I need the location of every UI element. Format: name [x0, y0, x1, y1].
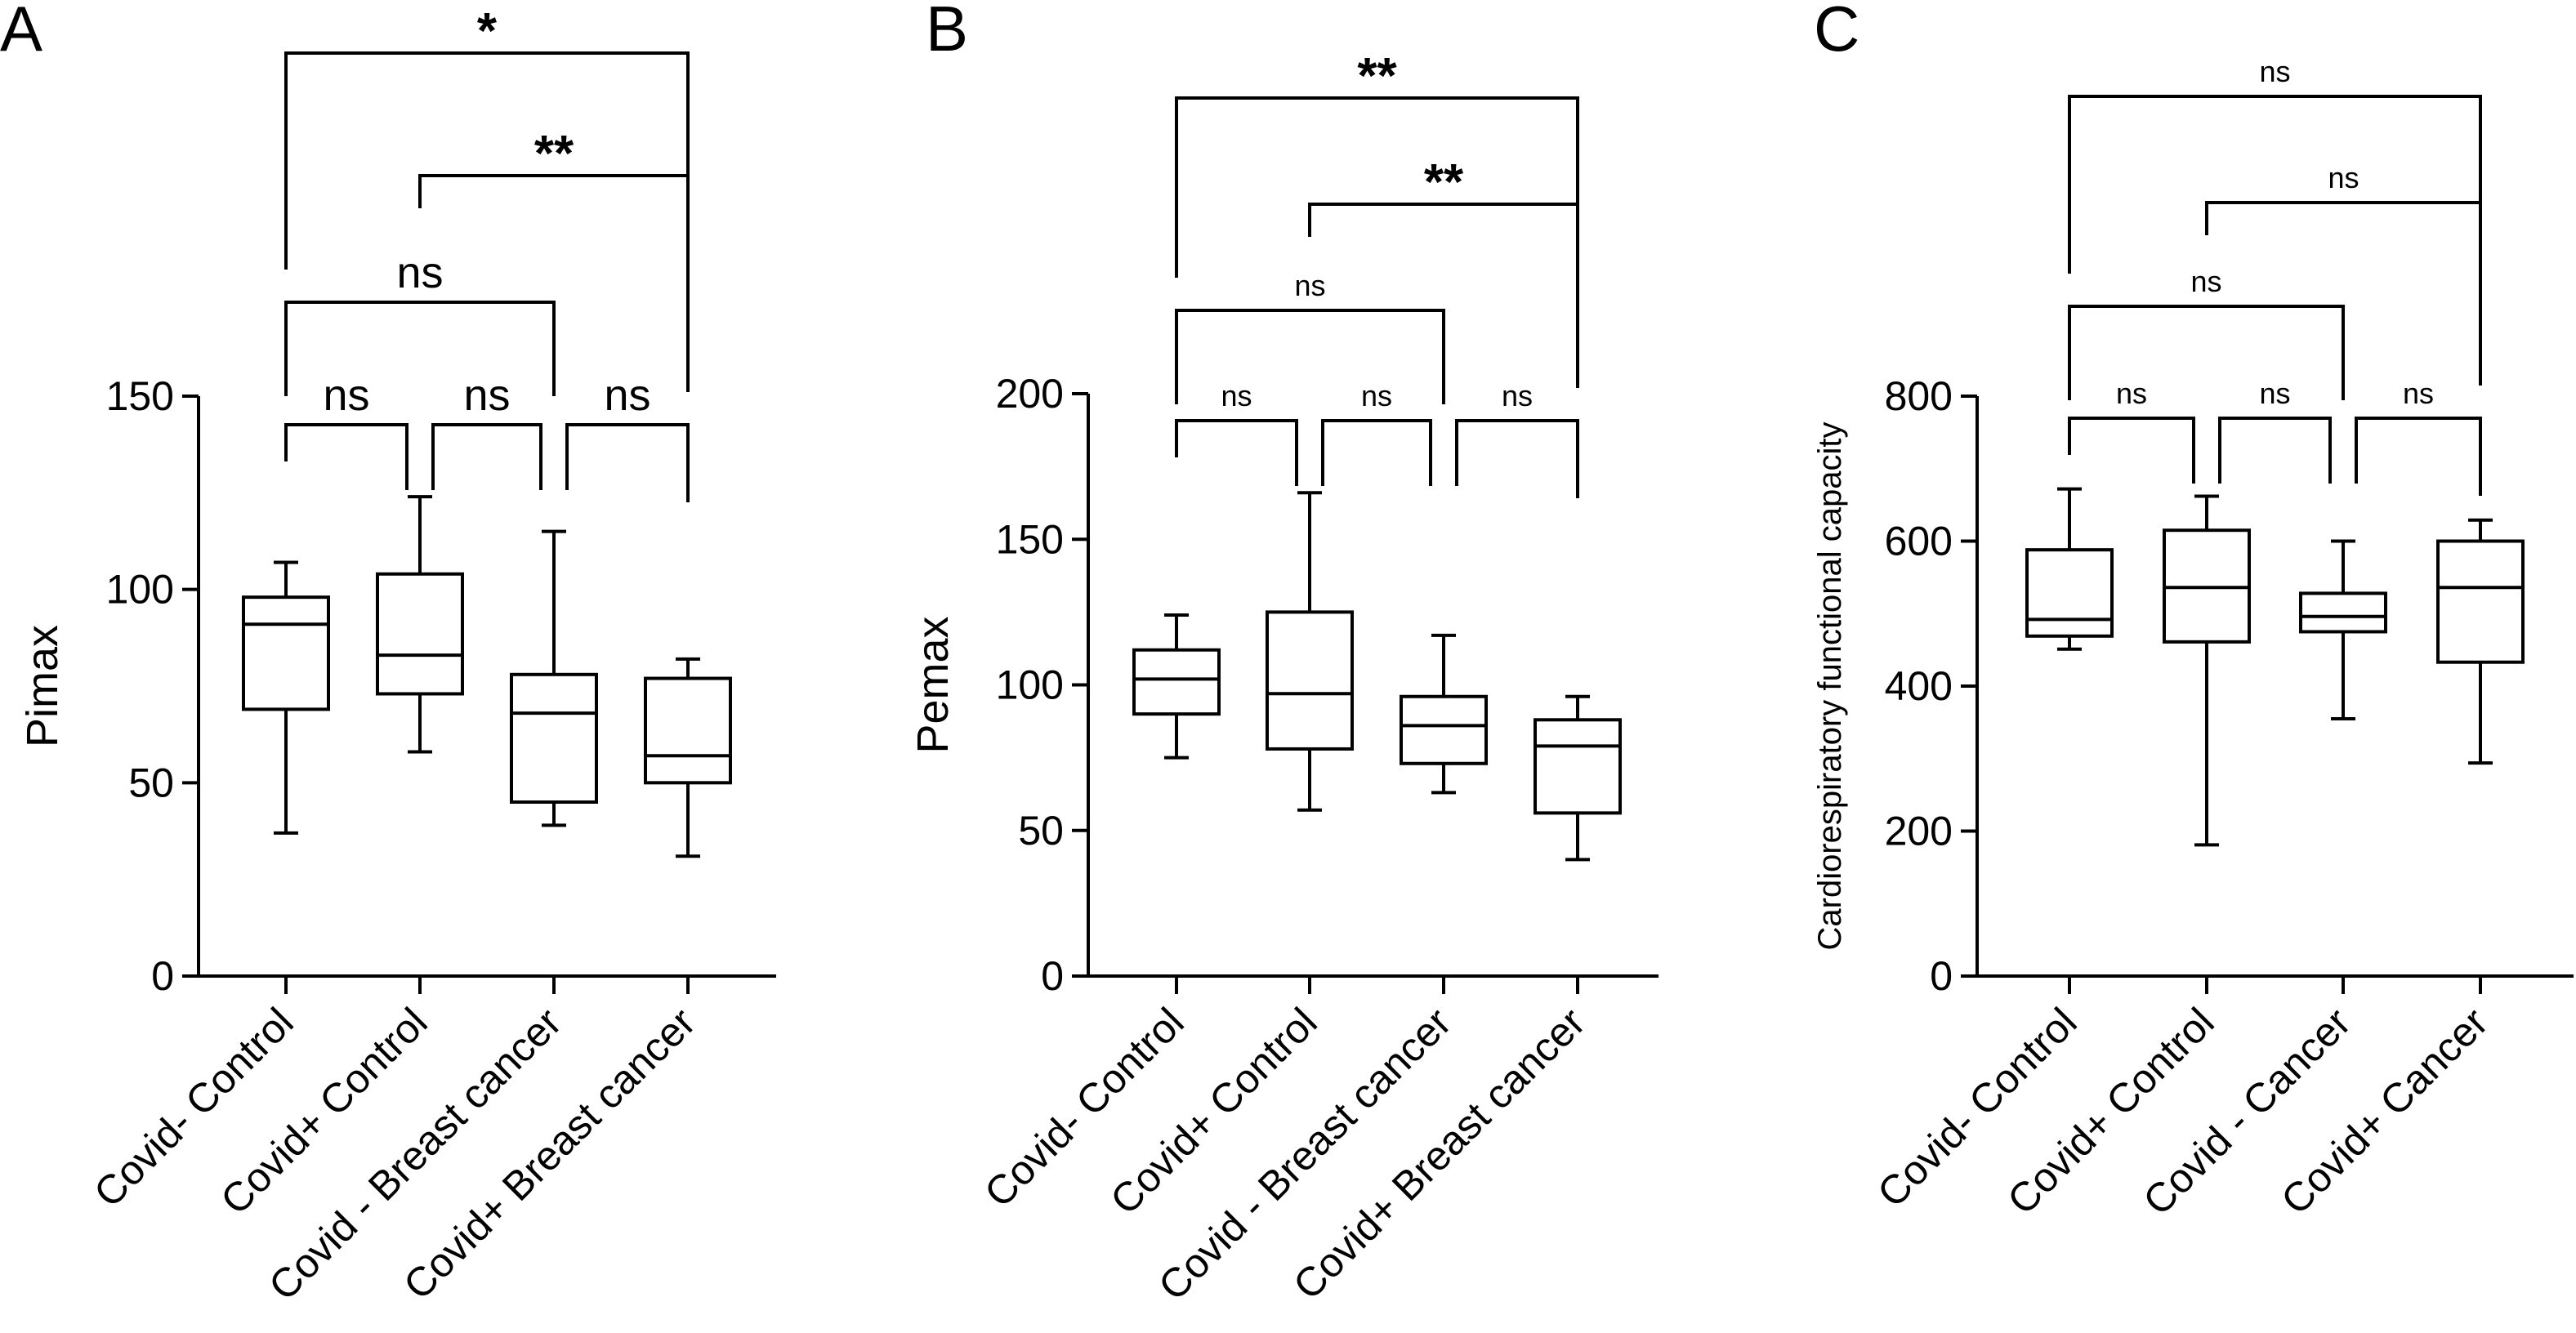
significance-bracket: ns — [1175, 269, 1445, 404]
y-axis-label: Pemax — [909, 616, 958, 753]
iqr-box — [242, 595, 330, 711]
y-tick-label: 50 — [128, 760, 174, 805]
significance-bracket: ** — [1175, 48, 1579, 351]
y-tick-label: 200 — [996, 371, 1064, 417]
iqr-box — [644, 676, 732, 785]
y-axis-label: Cardiorespiratory functional capacity — [1812, 422, 1848, 951]
y-tick-label: 0 — [1930, 953, 1953, 999]
bracket-line — [2218, 417, 2332, 484]
bracket-line — [284, 51, 690, 323]
significance-label: ns — [1221, 379, 1252, 412]
y-tick-label: 0 — [151, 953, 174, 999]
iqr-box — [1266, 610, 1354, 751]
significance-bracket: ns — [284, 248, 556, 396]
significance-label: ns — [2116, 377, 2147, 410]
bracket-line — [284, 423, 408, 490]
significance-bracket: ns — [1175, 379, 1298, 486]
significance-bracket: ns — [2355, 377, 2482, 496]
bracket-line — [284, 301, 556, 396]
significance-bracket: ns — [1455, 379, 1579, 498]
significance-label: ns — [2403, 377, 2434, 410]
box-plot — [242, 560, 330, 835]
bracket-line — [565, 423, 690, 502]
iqr-box — [2025, 548, 2114, 638]
y-tick-label: 100 — [996, 662, 1064, 708]
iqr-box — [1132, 648, 1221, 716]
significance-bracket: * — [284, 3, 690, 323]
y-tick-label: 600 — [1885, 519, 1953, 564]
significance-bracket: ns — [2068, 55, 2482, 350]
bracket-line — [431, 423, 542, 490]
y-tick-label: 200 — [1885, 809, 1953, 854]
panel-letter: C — [1814, 0, 1859, 65]
bracket-line — [1321, 419, 1432, 486]
significance-label: ns — [1502, 379, 1533, 412]
bracket-line — [2068, 95, 2482, 350]
significance-label: ** — [534, 126, 574, 182]
bracket-line — [2068, 305, 2345, 400]
iqr-box — [1534, 718, 1622, 815]
box-plot — [644, 657, 732, 858]
box-plot — [1400, 633, 1488, 795]
significance-label: ns — [604, 371, 650, 420]
significance-label: ns — [2259, 55, 2290, 88]
panel-letter: B — [926, 0, 968, 65]
iqr-box — [1400, 694, 1488, 765]
bracket-line — [1455, 419, 1579, 498]
box-plot — [376, 495, 464, 754]
box-plot — [510, 529, 598, 827]
box-plot — [1534, 694, 1622, 862]
bracket-line — [1175, 96, 1579, 351]
significance-label: ** — [1424, 154, 1464, 211]
significance-label: ns — [1361, 379, 1392, 412]
significance-label: ns — [2190, 265, 2221, 298]
box-plot — [2299, 539, 2387, 720]
y-tick-label: 50 — [1018, 808, 1064, 854]
box-plot — [1132, 613, 1221, 760]
significance-bracket: ns — [2068, 377, 2195, 484]
y-axis-label: Pimax — [18, 625, 67, 747]
significance-label: ns — [1294, 269, 1325, 302]
significance-bracket: ns — [284, 371, 408, 490]
bracket-line — [1175, 309, 1445, 404]
bracket-line — [2355, 417, 2482, 496]
iqr-box — [510, 672, 598, 804]
iqr-box — [2436, 539, 2525, 664]
significance-bracket: ns — [565, 371, 690, 502]
significance-label: ns — [396, 248, 443, 297]
significance-bracket: ns — [2218, 377, 2332, 484]
significance-label: * — [477, 3, 498, 60]
y-tick-label: 150 — [996, 516, 1064, 562]
box-plot — [2436, 518, 2525, 765]
panel-letter: A — [0, 0, 42, 65]
bracket-line — [2068, 417, 2195, 484]
iqr-box — [376, 572, 464, 696]
y-tick-label: 800 — [1885, 373, 1953, 419]
significance-label: ns — [2328, 161, 2359, 194]
iqr-box — [2299, 591, 2387, 634]
significance-label: ns — [323, 371, 369, 420]
significance-label: ns — [2259, 377, 2290, 410]
significance-bracket: ns — [431, 371, 542, 490]
y-tick-label: 100 — [106, 567, 174, 613]
significance-bracket: ns — [2068, 265, 2345, 400]
y-tick-label: 150 — [106, 373, 174, 419]
box-plot — [1266, 491, 1354, 812]
significance-bracket: ns — [1321, 379, 1432, 486]
bracket-line — [1175, 419, 1298, 486]
box-plot — [2163, 494, 2251, 847]
y-tick-label: 0 — [1041, 953, 1064, 999]
significance-bracket: ** — [1308, 154, 1579, 388]
significance-label: ns — [463, 371, 510, 420]
box-plot — [2025, 487, 2114, 651]
y-tick-label: 400 — [1885, 663, 1953, 709]
significance-label: ** — [1357, 48, 1397, 105]
